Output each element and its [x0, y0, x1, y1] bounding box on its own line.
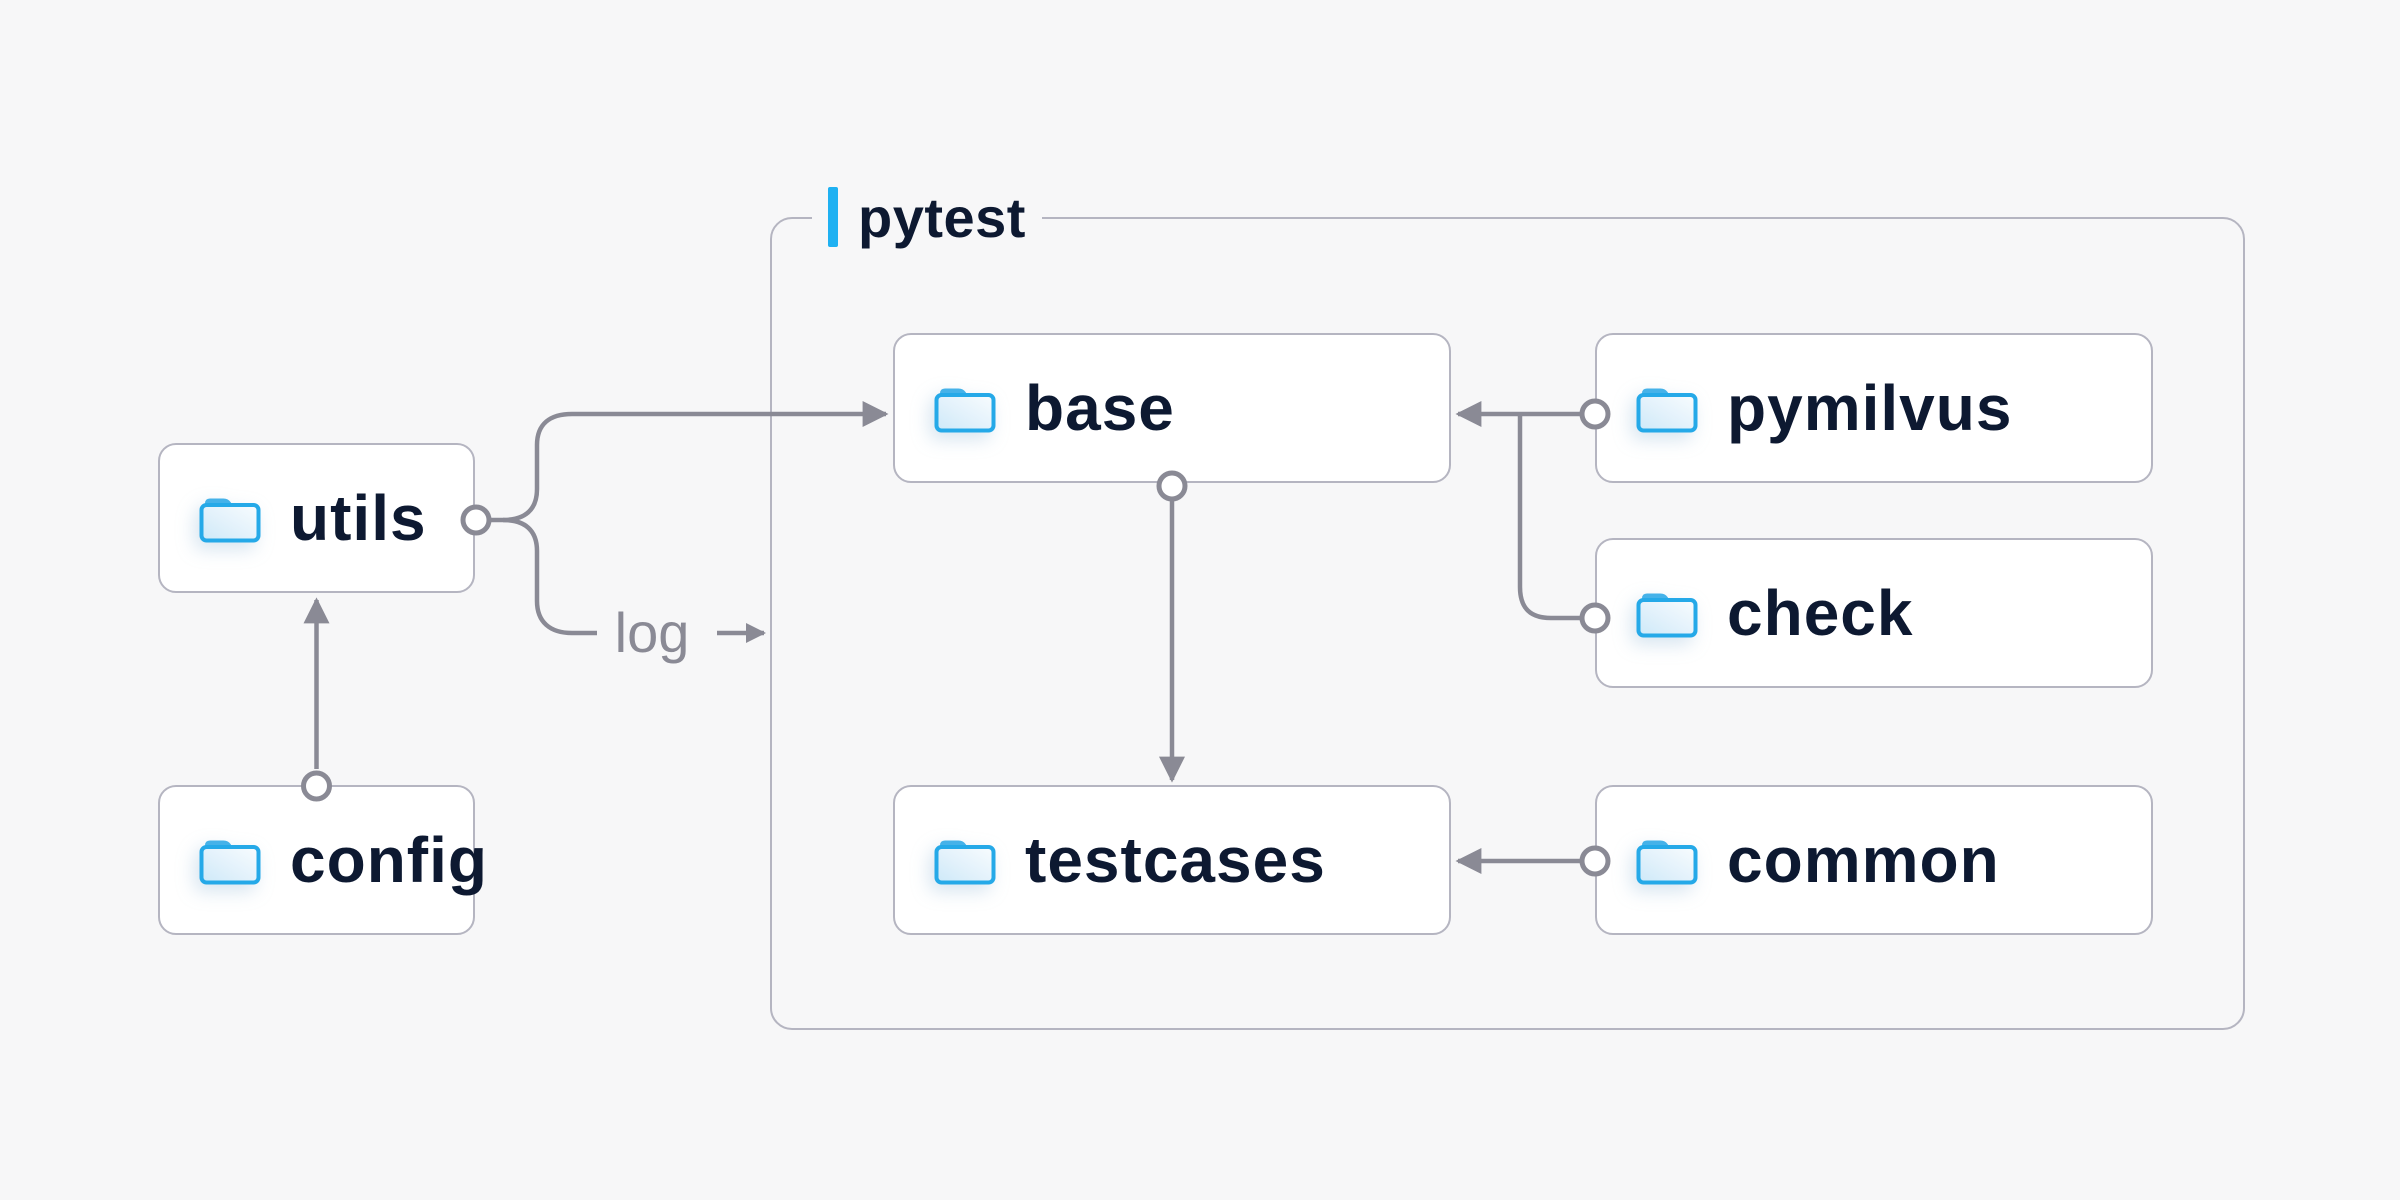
node-config: config: [158, 785, 487, 935]
folder-icon: [1634, 835, 1700, 885]
folder-icon: [932, 383, 998, 433]
node-common: common: [1595, 785, 2153, 935]
node-pymilvus: pymilvus: [1595, 333, 2153, 483]
node-pymilvus-label: pymilvus: [1727, 372, 2013, 444]
edge-label-log: log: [614, 601, 690, 664]
node-base: base: [893, 333, 1451, 483]
node-utils: utils: [158, 443, 475, 593]
node-testcases-label: testcases: [1025, 824, 1326, 896]
node-config-label: config: [290, 824, 488, 896]
accent-bar-icon: [828, 187, 838, 247]
node-check-label: check: [1727, 577, 1914, 649]
node-utils-label: utils: [290, 482, 427, 554]
node-check: check: [1595, 538, 2153, 688]
edge-utils-log: [502, 517, 597, 636]
folder-icon: [1634, 588, 1700, 638]
folder-icon: [197, 835, 263, 885]
node-base-label: base: [1025, 372, 1175, 444]
folder-icon: [932, 835, 998, 885]
pytest-label-text: pytest: [858, 185, 1026, 249]
node-common-label: common: [1727, 824, 2000, 896]
folder-icon: [197, 493, 263, 543]
node-testcases: testcases: [893, 785, 1451, 935]
pytest-container: [770, 217, 2245, 1030]
pytest-container-label: pytest: [812, 185, 1042, 249]
folder-icon: [1634, 383, 1700, 433]
